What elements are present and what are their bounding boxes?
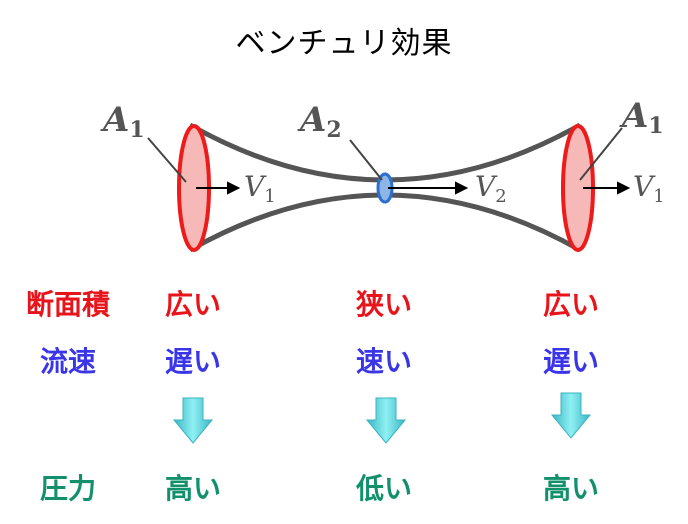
a1-left-leader	[147, 137, 187, 183]
velocity-arrow-center	[388, 181, 469, 195]
pressure-value-throat: 低い	[356, 472, 413, 505]
down-arrow-icon	[365, 397, 407, 444]
symbol-a2: A2	[300, 100, 342, 143]
area-value-inlet: 広い	[165, 288, 222, 321]
row-label-velocity: 流速	[40, 345, 97, 378]
symbol-v1-left: V1	[244, 170, 276, 207]
diagram-title: ベンチュリ効果	[235, 26, 453, 61]
velocity-arrow-right	[583, 181, 631, 195]
symbol-a1-right: A1	[622, 96, 664, 139]
a2-leader	[349, 139, 383, 181]
symbol-v2: V2	[475, 170, 507, 207]
velocity-value-inlet: 遅い	[165, 345, 222, 378]
area-value-throat: 狭い	[356, 288, 413, 321]
row-label-pressure: 圧力	[40, 472, 97, 505]
velocity-value-throat: 速い	[356, 345, 413, 378]
down-arrow-icon	[172, 397, 214, 444]
symbol-v1-right: V1	[633, 170, 665, 207]
pressure-value-inlet: 高い	[165, 472, 222, 505]
row-label-area: 断面積	[26, 288, 111, 321]
velocity-value-outlet: 遅い	[543, 345, 600, 378]
down-arrow-icon	[550, 392, 592, 439]
velocity-arrow-left	[196, 181, 241, 195]
area-value-outlet: 広い	[543, 288, 600, 321]
a1-right-leader	[579, 127, 623, 181]
pressure-value-outlet: 高い	[543, 472, 600, 505]
symbol-a1-left: A1	[103, 100, 145, 143]
